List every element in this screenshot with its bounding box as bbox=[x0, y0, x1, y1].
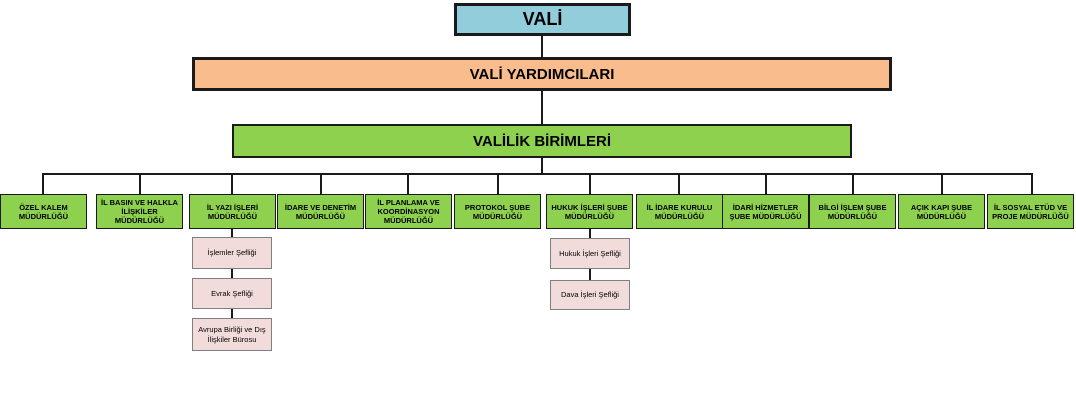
unit-label: İDARİ HİZMETLER ŞUBE MÜDÜRLÜĞÜ bbox=[729, 202, 802, 221]
connector-unit-drop bbox=[678, 173, 680, 194]
connector-unit-drop bbox=[1031, 173, 1033, 194]
connector-vali-yardimcilar bbox=[541, 36, 543, 57]
sub-unit-islemler-sefligi: İşlemler Şefliği bbox=[192, 237, 272, 269]
vali-label: VALİ bbox=[522, 9, 563, 29]
unit-label: İL PLANLAMA VE KOORDİNASYON MÜDÜRLÜĞÜ bbox=[377, 198, 440, 225]
sub-unit-label: Evrak Şefliği bbox=[211, 288, 253, 298]
unit-bilgi-islem: BİLGİ İŞLEM ŞUBE MÜDÜRLÜĞÜ bbox=[809, 194, 896, 229]
connector-unit-drop bbox=[589, 173, 591, 194]
connector-unit-drop bbox=[42, 173, 44, 194]
unit-sosyal-etud-proje: İL SOSYAL ETÜD VE PROJE MÜDÜRLÜĞÜ bbox=[987, 194, 1074, 229]
sub-unit-label: Avrupa Birliği ve Dış İlişkiler Bürosu bbox=[198, 324, 266, 344]
unit-idari-hizmetler: İDARİ HİZMETLER ŞUBE MÜDÜRLÜĞÜ bbox=[722, 194, 809, 229]
unit-label: HUKUK İŞLERİ ŞUBE MÜDÜRLÜĞÜ bbox=[551, 202, 628, 221]
unit-idare-denetim: İDARE VE DENETİM MÜDÜRLÜĞÜ bbox=[277, 194, 364, 229]
connector-unit-drop bbox=[139, 173, 141, 194]
unit-basin-halkla-iliskiler: İL BASIN VE HALKLA İLİŞKİLER MÜDÜRLÜĞÜ bbox=[96, 194, 183, 229]
connector-unit-drop bbox=[497, 173, 499, 194]
unit-label: İDARE VE DENETİM MÜDÜRLÜĞÜ bbox=[284, 202, 357, 221]
connector-horizontal-bus bbox=[42, 173, 1032, 175]
connector-yazi-isleri-sub bbox=[231, 229, 233, 319]
sub-unit-hukuk-isleri-sefligi: Hukuk İşleri Şefliği bbox=[550, 238, 630, 269]
connector-unit-drop bbox=[320, 173, 322, 194]
connector-unit-drop bbox=[231, 173, 233, 194]
connector-unit-drop bbox=[852, 173, 854, 194]
valilik-birimleri-box: VALİLİK BİRİMLERİ bbox=[232, 124, 852, 158]
sub-unit-label: Dava İşleri Şefliği bbox=[561, 290, 619, 299]
sub-unit-avrupa-birligi-burosu: Avrupa Birliği ve Dış İlişkiler Bürosu bbox=[192, 318, 272, 351]
unit-acik-kapi: AÇIK KAPI ŞUBE MÜDÜRLÜĞÜ bbox=[898, 194, 985, 229]
vali-box: VALİ bbox=[454, 3, 631, 36]
valilik-birimleri-label: VALİLİK BİRİMLERİ bbox=[472, 132, 612, 150]
connector-yardimcilar-birimler bbox=[541, 91, 543, 124]
vali-yardimcilari-label: VALİ YARDIMCILARI bbox=[469, 65, 615, 83]
sub-unit-label: Hukuk İşleri Şefliği bbox=[559, 248, 621, 258]
unit-idare-kurulu: İL İDARE KURULU MÜDÜRLÜĞÜ bbox=[636, 194, 723, 229]
unit-label: PROTOKOL ŞUBE MÜDÜRLÜĞÜ bbox=[464, 202, 531, 221]
sub-unit-evrak-sefligi: Evrak Şefliği bbox=[192, 278, 272, 309]
unit-protokol: PROTOKOL ŞUBE MÜDÜRLÜĞÜ bbox=[454, 194, 541, 229]
unit-planlama-koordinasyon: İL PLANLAMA VE KOORDİNASYON MÜDÜRLÜĞÜ bbox=[365, 194, 452, 229]
unit-yazi-isleri: İL YAZI İŞLERİ MÜDÜRLÜĞÜ bbox=[189, 194, 276, 229]
unit-label: İL SOSYAL ETÜD VE PROJE MÜDÜRLÜĞÜ bbox=[992, 202, 1069, 221]
unit-ozel-kalem: ÖZEL KALEM MÜDÜRLÜĞÜ bbox=[0, 194, 87, 229]
unit-label: İL YAZI İŞLERİ MÜDÜRLÜĞÜ bbox=[206, 202, 259, 221]
unit-label: İL İDARE KURULU MÜDÜRLÜĞÜ bbox=[646, 202, 713, 221]
unit-label: İL BASIN VE HALKLA İLİŞKİLER MÜDÜRLÜĞÜ bbox=[101, 198, 178, 225]
sub-unit-label: İşlemler Şefliği bbox=[207, 248, 257, 257]
connector-unit-drop bbox=[765, 173, 767, 194]
sub-unit-dava-isleri-sefligi: Dava İşleri Şefliği bbox=[550, 280, 630, 310]
connector-birimler-bus bbox=[541, 158, 543, 174]
unit-label: ÖZEL KALEM MÜDÜRLÜĞÜ bbox=[18, 202, 69, 221]
unit-label: AÇIK KAPI ŞUBE MÜDÜRLÜĞÜ bbox=[910, 202, 973, 221]
connector-unit-drop bbox=[407, 173, 409, 194]
unit-label: BİLGİ İŞLEM ŞUBE MÜDÜRLÜĞÜ bbox=[818, 202, 887, 221]
vali-yardimcilari-box: VALİ YARDIMCILARI bbox=[192, 57, 892, 91]
connector-unit-drop bbox=[941, 173, 943, 194]
unit-hukuk-isleri: HUKUK İŞLERİ ŞUBE MÜDÜRLÜĞÜ bbox=[546, 194, 633, 229]
